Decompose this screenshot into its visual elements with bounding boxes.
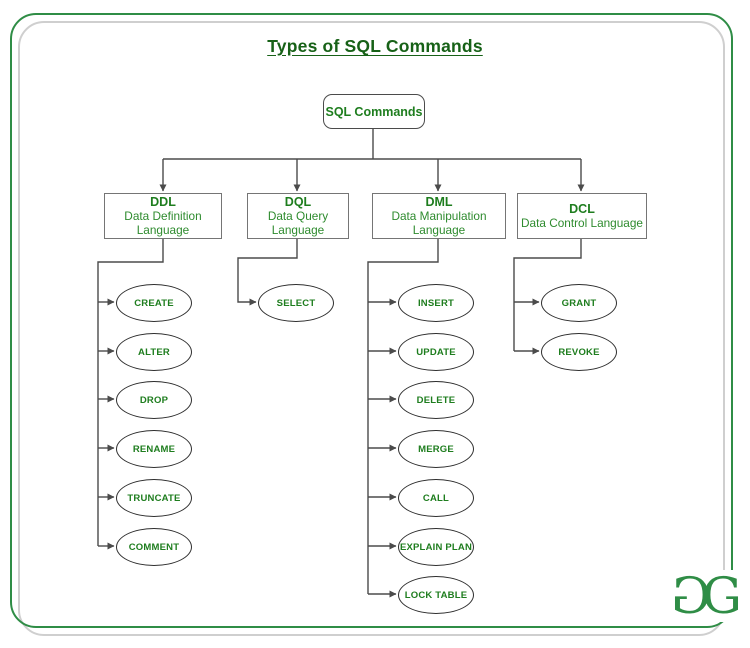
frame-border [10, 13, 733, 628]
node-select: SELECT [258, 284, 334, 322]
node-truncate: TRUNCATE [116, 479, 192, 517]
node-sql-commands: SQL Commands [323, 94, 425, 129]
node-drop: DROP [116, 381, 192, 419]
logo-glyph-left: G [671, 567, 712, 625]
node-ddl-name-line1: Data Definition [124, 209, 202, 223]
node-merge: MERGE [398, 430, 474, 468]
node-dml: DML Data Manipulation Language [372, 193, 506, 239]
node-dcl-name-line1: Data Control Language [521, 216, 643, 230]
node-create: CREATE [116, 284, 192, 322]
node-rename: RENAME [116, 430, 192, 468]
node-dcl: DCL Data Control Language [517, 193, 647, 239]
geeksforgeeks-logo-icon: GG [669, 567, 744, 625]
node-dql-name-line1: Data Query [267, 209, 329, 223]
node-sql-commands-label: SQL Commands [325, 104, 423, 119]
diagram-title: Types of SQL Commands [267, 36, 483, 56]
node-ddl-abbr: DDL [150, 195, 176, 209]
frame-shadow [18, 21, 725, 636]
node-revoke: REVOKE [541, 333, 617, 371]
node-ddl-name-line2: Language [136, 223, 190, 237]
node-explain-plan: EXPLAIN PLAN [398, 528, 474, 566]
node-call: CALL [398, 479, 474, 517]
node-dql: DQL Data Query Language [247, 193, 349, 239]
node-dml-name-line1: Data Manipulation [391, 209, 487, 223]
node-dml-abbr: DML [425, 195, 453, 209]
node-comment: COMMENT [116, 528, 192, 566]
node-dml-name-line2: Language [412, 223, 466, 237]
node-alter: ALTER [116, 333, 192, 371]
logo-glyph-right: G [702, 567, 742, 625]
node-insert: INSERT [398, 284, 474, 322]
node-lock-table: LOCK TABLE [398, 576, 474, 614]
node-update: UPDATE [398, 333, 474, 371]
node-grant: GRANT [541, 284, 617, 322]
node-dql-abbr: DQL [284, 195, 312, 209]
node-ddl: DDL Data Definition Language [104, 193, 222, 239]
node-dql-name-line2: Language [271, 223, 325, 237]
node-dcl-abbr: DCL [569, 202, 595, 216]
node-delete: DELETE [398, 381, 474, 419]
